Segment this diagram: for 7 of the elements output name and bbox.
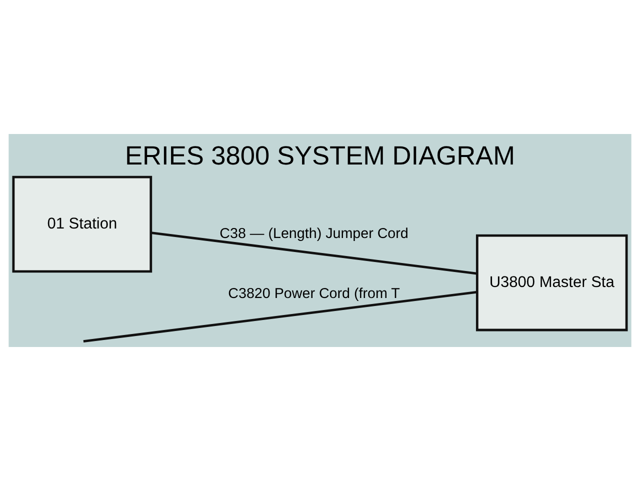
edge-label: C38 — (Length) Jumper Cord <box>220 226 408 242</box>
diagram-title: ERIES 3800 SYSTEM DIAGRAM <box>125 140 515 170</box>
node-box: 01 Station <box>12 175 152 272</box>
node-box: U3800 Master Sta <box>476 234 628 331</box>
connector <box>151 231 477 274</box>
connector <box>83 290 478 342</box>
edge-label: C3820 Power Cord (from T <box>228 285 400 302</box>
